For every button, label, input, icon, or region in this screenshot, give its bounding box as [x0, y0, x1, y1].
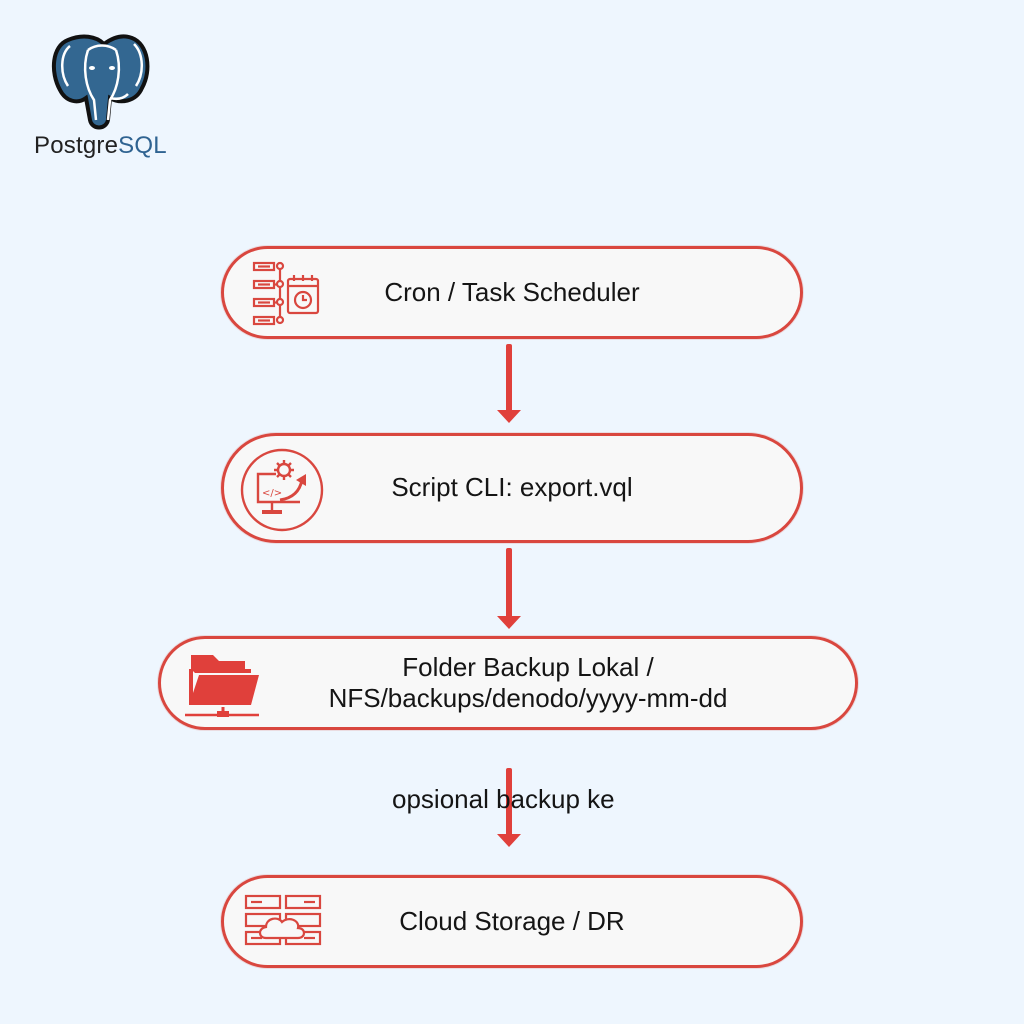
node-cloud-storage: Cloud Storage / DR	[221, 875, 803, 968]
node-script-cli: </> Script CLI: export.vql	[221, 433, 803, 543]
flow-arrow-2	[497, 548, 521, 630]
network-folder-icon	[185, 649, 261, 726]
cloud-server-icon	[242, 892, 326, 961]
node-folder-backup: Folder Backup Lokal /NFS/backups/denodo/…	[158, 636, 858, 730]
arrow-shaft	[506, 548, 512, 618]
schedule-calendar-icon	[250, 259, 330, 336]
flow-arrow-3	[497, 768, 521, 848]
svg-text:</>: </>	[262, 488, 282, 499]
node-label-line-1: Folder Backup Lokal /	[402, 651, 654, 682]
logo-text-accent: SQL	[118, 132, 167, 159]
logo-text-main: Postgre	[34, 132, 119, 159]
script-automation-icon: </>	[236, 444, 328, 541]
postgresql-elephant-icon	[51, 34, 150, 130]
edge-label-optional-backup: opsional backup ke	[392, 784, 615, 814]
node-label-line-2: NFS/backups/denodo/yyyy-mm-dd	[328, 683, 728, 713]
arrow-head-icon	[497, 410, 521, 423]
node-label: Cloud Storage / DR	[399, 905, 625, 936]
node-label: Cron / Task Scheduler	[384, 276, 640, 307]
flow-arrow-1	[497, 344, 521, 424]
arrow-shaft	[506, 344, 512, 412]
node-label: Script CLI: export.vql	[391, 472, 633, 503]
arrow-shaft	[506, 768, 512, 836]
arrow-head-icon	[497, 616, 521, 629]
node-label: Folder Backup Lokal /NFS/backups/denodo/…	[329, 652, 728, 714]
node-cron-task-scheduler: Cron / Task Scheduler	[221, 246, 803, 339]
arrow-head-icon	[497, 834, 521, 847]
logo-wordmark: PostgreSQL	[34, 132, 167, 160]
postgresql-logo: PostgreSQL	[30, 28, 180, 168]
